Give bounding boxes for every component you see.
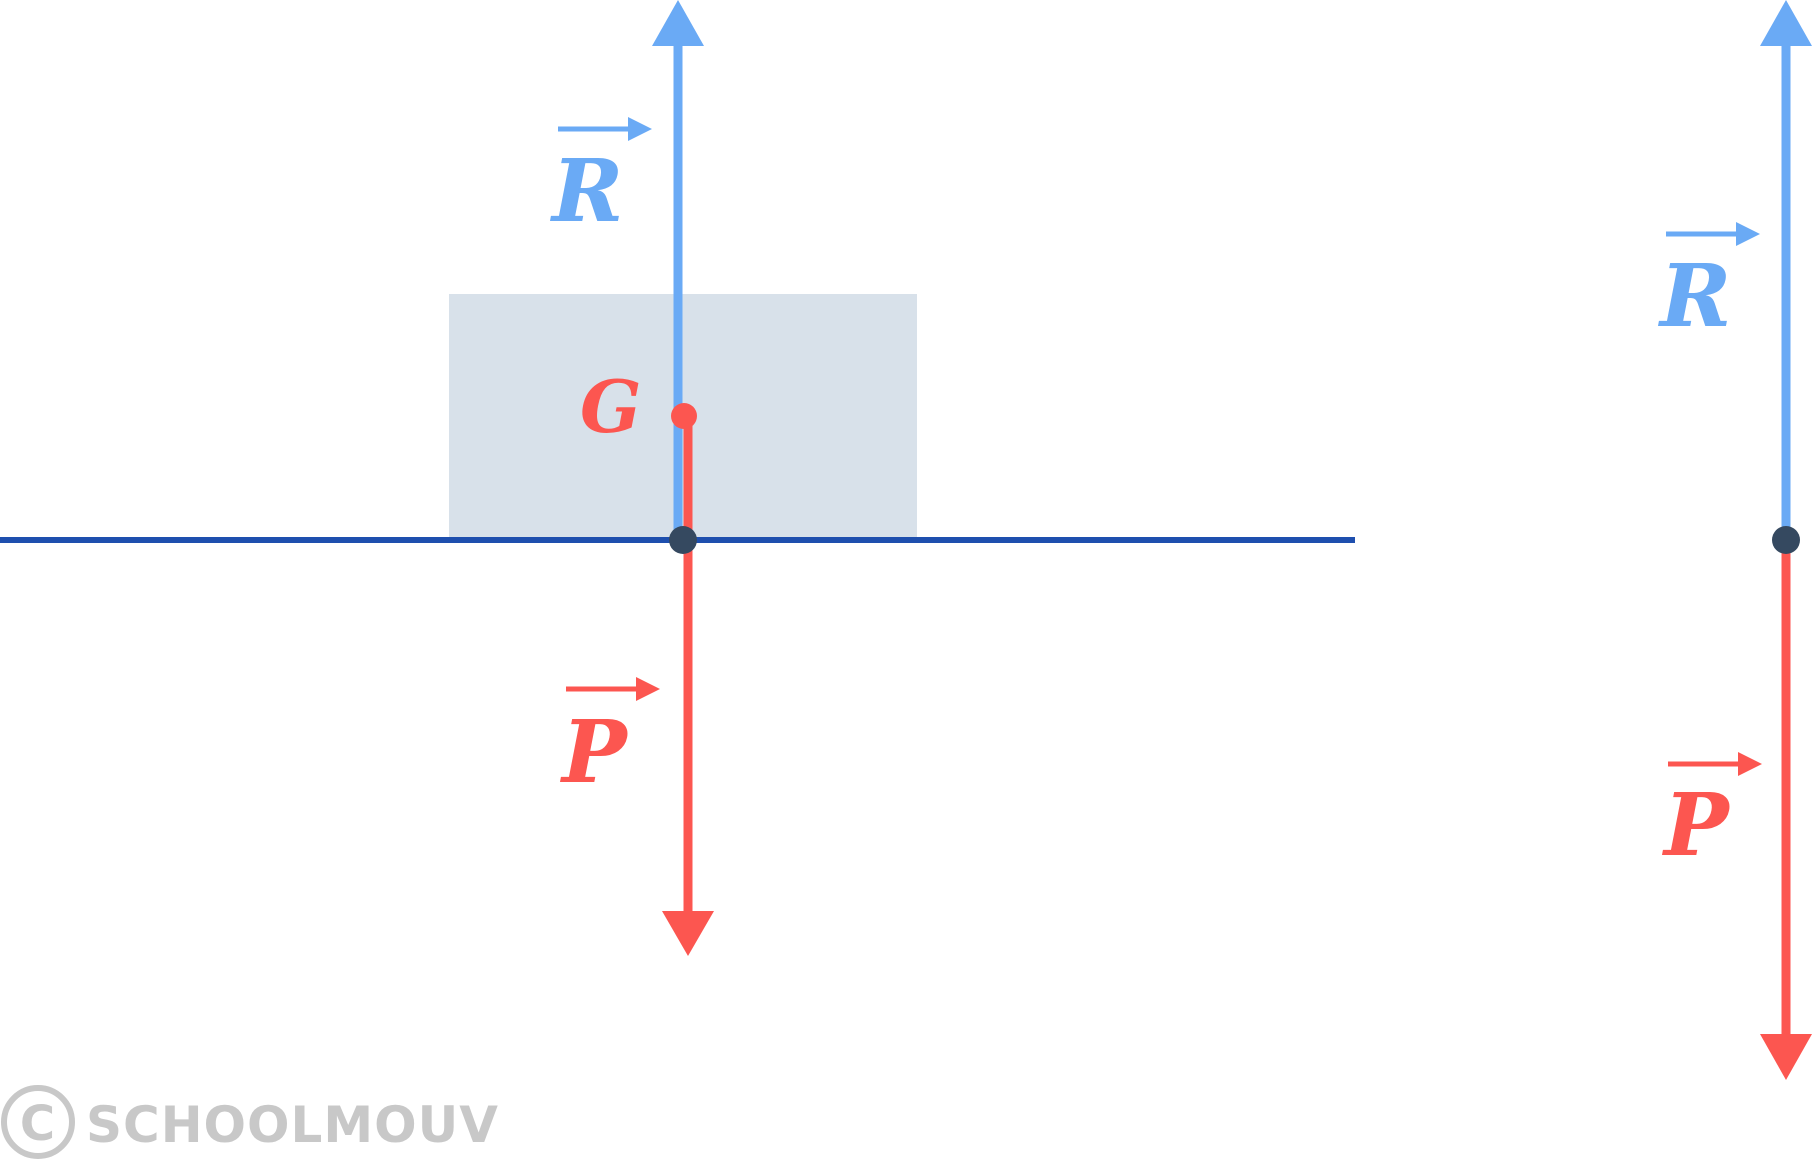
center-of-gravity-point <box>671 403 697 429</box>
vector-arrow-icon <box>1738 752 1762 776</box>
copyright-symbol: C <box>20 1096 56 1152</box>
left-scene: G R P <box>0 0 1355 956</box>
vector-arrow-icon <box>628 117 652 141</box>
reaction-arrowhead <box>1760 0 1812 46</box>
watermark: C SCHOOLMOUV <box>1 1085 499 1159</box>
center-of-gravity-label: G <box>580 364 642 449</box>
contact-point <box>669 526 697 554</box>
watermark-text: SCHOOLMOUV <box>86 1096 499 1154</box>
reaction-vector <box>1760 0 1812 540</box>
weight-vector <box>662 416 714 956</box>
weight-label-group: P <box>1661 752 1762 876</box>
copyright-circle-icon <box>1 1085 75 1159</box>
weight-label: P <box>1661 775 1731 876</box>
weight-label: P <box>559 702 629 803</box>
reaction-label-group: R <box>1657 222 1760 347</box>
reaction-label: R <box>1657 246 1731 347</box>
contact-point <box>1772 526 1800 554</box>
weight-label-group: P <box>559 677 660 803</box>
reaction-vector <box>652 0 704 540</box>
reaction-label: R <box>549 141 623 242</box>
right-scene: R P <box>1657 0 1812 1080</box>
weight-arrowhead <box>662 911 714 956</box>
reaction-arrowhead <box>652 0 704 46</box>
reaction-label-group: R <box>549 117 652 242</box>
vector-arrow-icon <box>636 677 660 701</box>
weight-arrowhead <box>1760 1034 1812 1080</box>
vector-arrow-icon <box>1736 222 1760 246</box>
weight-vector <box>1760 540 1812 1080</box>
